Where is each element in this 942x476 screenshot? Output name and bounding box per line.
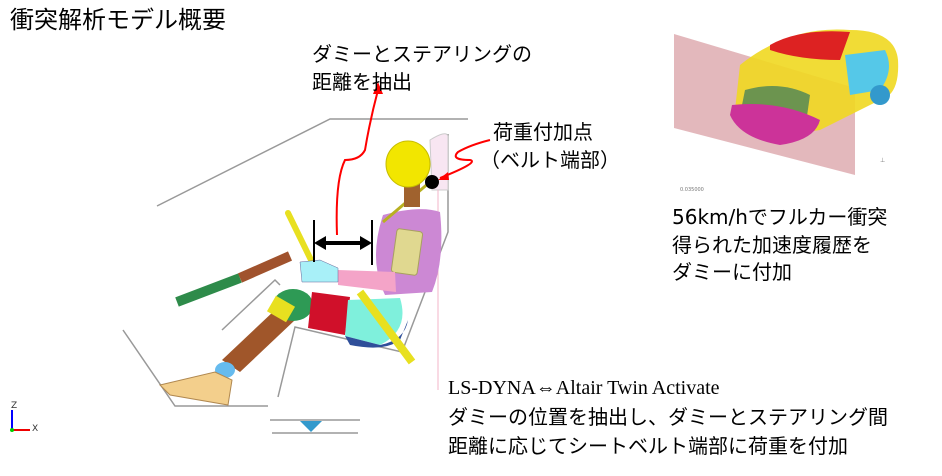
shoe xyxy=(159,371,233,406)
load-point-line2: （ベルト端部） xyxy=(480,148,620,172)
steering-wheel xyxy=(285,210,315,265)
lap-belt xyxy=(356,289,416,365)
knee-pad xyxy=(266,295,296,323)
distance-callout-line2: 距離を抽出 xyxy=(312,70,412,94)
car-text-line2: 得られた加速度履歴を xyxy=(672,233,872,257)
distance-dimension xyxy=(313,220,373,265)
ground-marker-icon xyxy=(300,421,322,432)
torso-pad xyxy=(390,228,424,276)
roof-line xyxy=(156,118,468,207)
load-callout-line xyxy=(439,139,491,179)
x-axis-label: X xyxy=(32,424,39,434)
dash-line xyxy=(221,278,281,331)
pelvis-base xyxy=(345,320,408,348)
hand xyxy=(299,259,339,283)
coupling-text-line2: ダミーの位置を抽出し、ダミーとステアリング間 xyxy=(448,405,888,429)
coupling-text-line3: 距離に応じてシートベルト端部に荷重を付加 xyxy=(448,434,848,458)
thigh xyxy=(308,292,350,335)
distance-callout-line xyxy=(335,89,379,236)
arrow-left-icon xyxy=(314,236,326,250)
load-point-marker xyxy=(425,175,439,189)
car-crash-image xyxy=(674,29,899,175)
z-axis-label: Z xyxy=(11,401,18,411)
car-text-line1: 56km/hでフルカー衝突 xyxy=(672,205,888,229)
load-arrow-icon xyxy=(438,172,449,180)
page-title: 衝突解析モデル概要 xyxy=(10,6,226,34)
load-point-line1: 荷重付加点 xyxy=(493,120,593,144)
steering-column-brown xyxy=(237,251,293,283)
head xyxy=(385,140,431,188)
distance-callout-line1: ダミーとステアリングの xyxy=(312,42,532,66)
arm xyxy=(338,270,396,292)
steering-column-green xyxy=(175,273,242,307)
coupling-title: LS-DYNA⇔Altair Twin Activate xyxy=(448,377,720,399)
callout-arrow-icon xyxy=(373,82,383,94)
car-axis-icon: ⊥ xyxy=(880,157,886,164)
arrow-right-icon xyxy=(360,236,372,250)
car-text-line3: ダミーに付加 xyxy=(672,260,792,284)
floor-line xyxy=(122,329,268,407)
lower-leg xyxy=(222,310,295,372)
scale-label: 0.035000 xyxy=(680,187,704,193)
